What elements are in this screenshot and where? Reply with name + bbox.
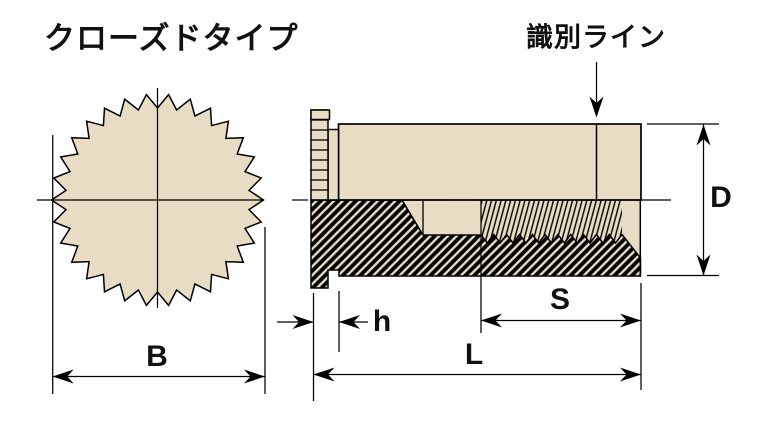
dim-label-s: S [549,283,571,316]
page-title: クローズドタイプ [44,21,299,57]
dim-label-h: h [372,305,392,338]
arrowhead-l-left [313,367,335,382]
arrowhead-l-right [620,367,641,382]
arrowhead-d-up [696,124,711,146]
arrowhead-s-left [481,313,502,328]
dim-label-l: L [464,338,484,371]
flange-top-step [310,109,331,121]
dimension-lines [52,62,719,401]
arrowhead-s-right [620,313,641,328]
arrowhead-d-down [696,254,711,276]
neck-band [327,128,340,201]
arrowheads [52,96,711,384]
thread-hatch-zone [481,200,622,243]
arrowhead-annotation-down [589,96,604,118]
knurl-serration-lines [311,119,328,191]
serrated-front-view [37,88,308,308]
arrowhead-h-left [292,315,314,329]
dim-label-b: B [146,340,168,373]
section-hatch-material [310,199,642,289]
identification-line-label: 識別ライン [526,22,666,54]
dim-label-d: D [710,181,732,214]
arrowhead-b-right [244,369,265,384]
arrowhead-b-left [52,369,74,384]
body-upper-outline [337,123,642,201]
knurled-flange-strip [310,109,329,201]
section-view [310,109,671,289]
arrowhead-h-right [339,315,360,329]
